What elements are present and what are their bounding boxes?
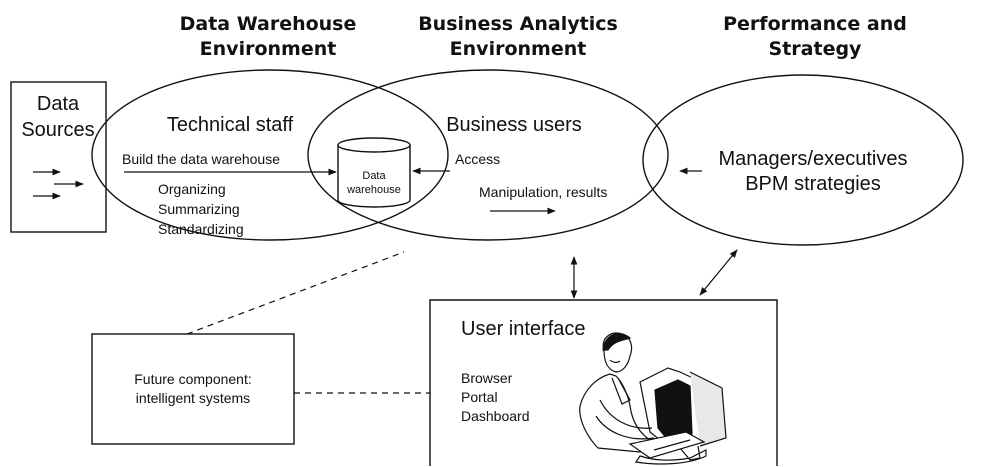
- task-summarizing: Summarizing: [158, 201, 240, 217]
- svg-text:Data Warehouse: Data Warehouse: [180, 13, 357, 35]
- svg-text:Environment: Environment: [450, 38, 587, 60]
- future-component-label-2: intelligent systems: [136, 390, 250, 406]
- data-warehouse-environment-ellipse: [91, 69, 449, 241]
- header-business-analytics-environment: Business Analytics Environment: [418, 13, 618, 60]
- future-component-box: [91, 333, 295, 445]
- ui-item-portal: Portal: [461, 389, 498, 405]
- business-users-label: Business users: [446, 114, 582, 136]
- user-interface-box: [429, 299, 778, 466]
- task-organizing: Organizing: [158, 181, 226, 197]
- data-warehouse-label-2: warehouse: [346, 184, 401, 196]
- person-at-computer-illustration: [579, 332, 727, 465]
- header-performance-and-strategy: Performance and Strategy: [723, 13, 907, 60]
- header-data-warehouse-environment: Data Warehouse Environment: [180, 13, 357, 60]
- data-sources-label-1: Data: [37, 93, 80, 115]
- svg-text:Performance and: Performance and: [723, 13, 907, 35]
- business-analytics-environment-ellipse: [307, 69, 669, 241]
- data-warehouse-label-1: Data: [362, 170, 386, 182]
- perf-ui-double-arrow: [699, 249, 738, 296]
- svg-text:Strategy: Strategy: [769, 38, 863, 60]
- svg-text:Business Analytics: Business Analytics: [418, 13, 618, 35]
- data-sources-label-2: Sources: [21, 119, 94, 141]
- data-warehouse-cylinder: Data warehouse: [337, 137, 411, 208]
- task-standardizing: Standardizing: [158, 221, 244, 237]
- svg-text:Environment: Environment: [200, 38, 337, 60]
- manipulation-label: Manipulation, results: [479, 184, 607, 200]
- managers-executives-label: Managers/executives: [719, 148, 908, 170]
- future-component-label-1: Future component:: [134, 371, 252, 387]
- ui-item-browser: Browser: [461, 370, 513, 386]
- performance-strategy-ellipse: [642, 74, 964, 246]
- build-warehouse-label: Build the data warehouse: [122, 151, 280, 167]
- user-interface-title: User interface: [461, 318, 586, 340]
- access-label: Access: [455, 151, 500, 167]
- future-to-warehouse-dashed-line: [186, 251, 405, 335]
- technical-staff-label: Technical staff: [167, 114, 294, 136]
- ui-item-dashboard: Dashboard: [461, 408, 530, 424]
- bpm-strategies-label: BPM strategies: [745, 173, 881, 195]
- data-sources-box: [10, 81, 107, 233]
